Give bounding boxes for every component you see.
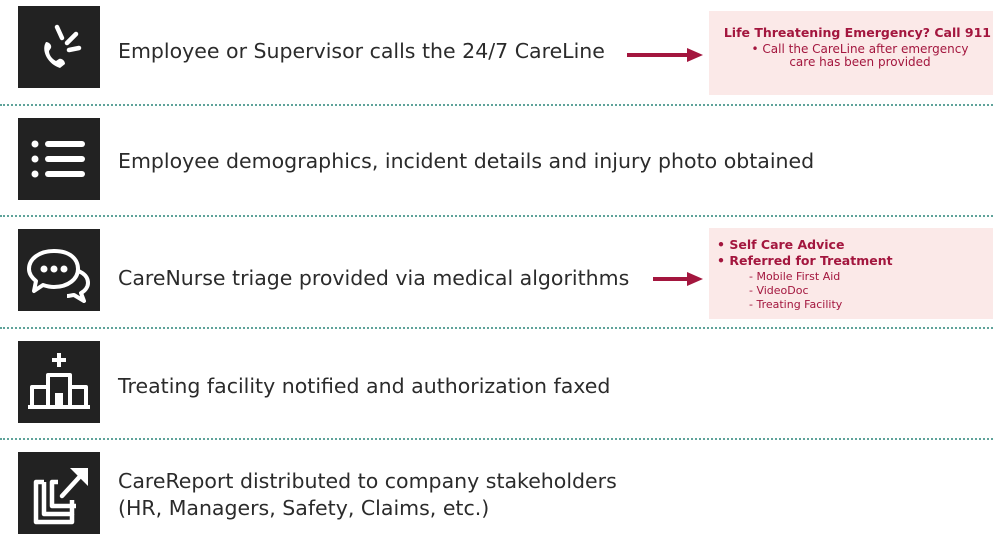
emergency-note-title: Life Threatening Emergency? Call 911 [723, 25, 991, 40]
emergency-note-body: • Call the CareLine after emergency care… [735, 43, 985, 69]
emergency-note-line1: • Call the CareLine after emergency [751, 42, 969, 56]
list-icon [18, 118, 100, 200]
step-4-text: Treating facility notified and authoriza… [118, 374, 611, 398]
share-external-icon [18, 452, 100, 534]
triage-note: • Self Care Advice • Referred for Treatm… [709, 228, 993, 319]
triage-sub-mobile-first-aid: - Mobile First Aid [749, 270, 841, 283]
phone-call-icon [18, 6, 100, 88]
emergency-note-line2: care has been provided [789, 55, 931, 69]
arrow-to-emergency-note [627, 48, 703, 62]
arrow-to-triage-note [653, 272, 703, 286]
triage-sub-treating-facility: - Treating Facility [749, 298, 843, 311]
triage-sub-videodoc: - VideoDoc [749, 284, 809, 297]
hospital-icon [18, 341, 100, 423]
step-5-line-2: (HR, Managers, Safety, Claims, etc.) [118, 496, 490, 520]
step-5-line-1: CareReport distributed to company stakeh… [118, 469, 617, 493]
separator-3 [0, 327, 993, 329]
separator-1 [0, 104, 993, 106]
step-5-text: CareReport distributed to company stakeh… [118, 468, 617, 522]
triage-option-referred: • Referred for Treatment [717, 253, 893, 268]
step-3-text: CareNurse triage provided via medical al… [118, 266, 630, 290]
step-1-text: Employee or Supervisor calls the 24/7 Ca… [118, 39, 605, 63]
chat-bubbles-icon [18, 229, 100, 311]
step-2-text: Employee demographics, incident details … [118, 149, 815, 173]
separator-4 [0, 438, 993, 440]
emergency-note: Life Threatening Emergency? Call 911 • C… [709, 11, 993, 95]
separator-2 [0, 215, 993, 217]
triage-option-self-care: • Self Care Advice [717, 237, 845, 252]
